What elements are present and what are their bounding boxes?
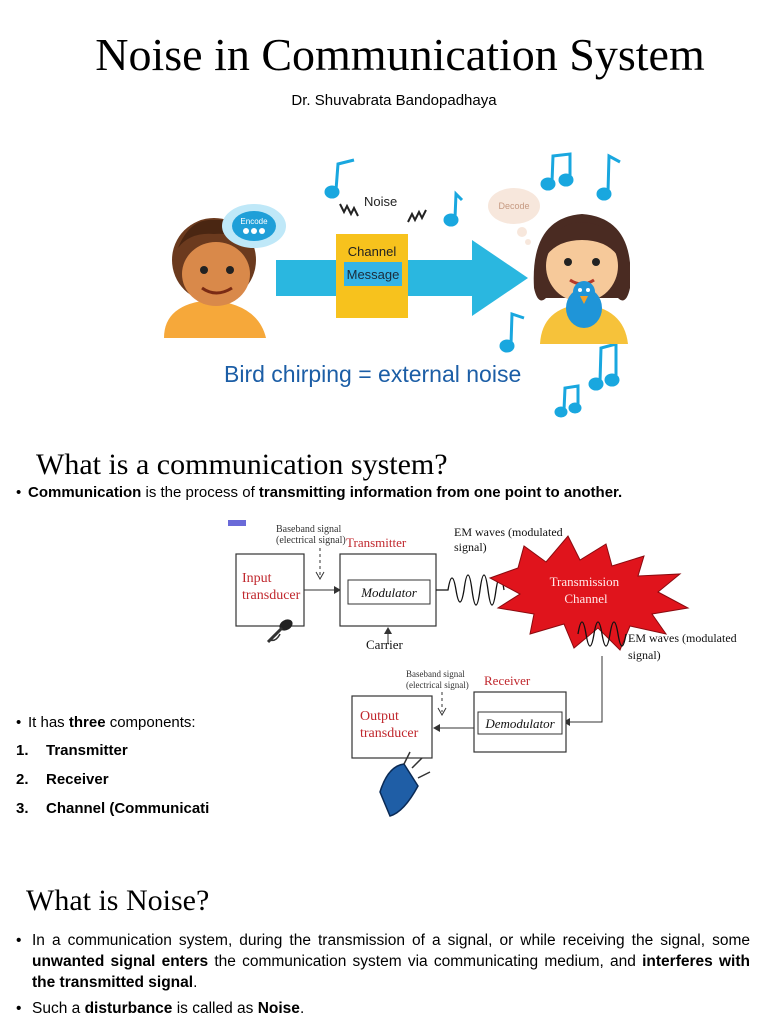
page-title: Noise in Communication System bbox=[95, 29, 705, 80]
component-item: 2.Receiver bbox=[16, 771, 109, 788]
communication-illustration: Noise Channel Message Encode Decode bbox=[164, 152, 630, 418]
demodulator-box bbox=[477, 711, 563, 735]
message-box bbox=[344, 262, 402, 286]
baseband-label-bottom: Baseband signal (electrical signal) bbox=[406, 669, 469, 690]
noise-definition: • In a communication system, during the … bbox=[16, 932, 750, 991]
noise-disturbance: • Such a disturbance is called as Noise. bbox=[16, 1000, 305, 1017]
encode-bubble bbox=[222, 204, 286, 248]
carrier-label: Carrier bbox=[366, 637, 403, 652]
speaker-icon bbox=[379, 751, 431, 817]
section-heading-noise: What is Noise? bbox=[26, 884, 210, 917]
bullet-dot: • bbox=[16, 484, 22, 501]
output-transducer-label: Output transducer bbox=[360, 709, 419, 741]
em-wave-right bbox=[577, 621, 627, 647]
bullet-dot: • bbox=[16, 1000, 22, 1017]
communication-block-diagram: Baseband signal (electrical signal) Tran… bbox=[228, 520, 740, 817]
bird-icon bbox=[566, 281, 602, 328]
noise-label: Noise bbox=[364, 194, 397, 209]
girl-figure bbox=[533, 214, 630, 344]
decode-label: Decode bbox=[498, 201, 529, 211]
transmission-channel-burst bbox=[488, 535, 690, 651]
illustration-caption: Bird chirping = external noise bbox=[224, 361, 521, 387]
transmission-channel-label: Transmission Channel bbox=[550, 574, 623, 606]
decode-bubble bbox=[488, 188, 540, 245]
output-transducer-box bbox=[351, 695, 433, 759]
input-transducer-label: Input transducer bbox=[242, 571, 301, 603]
noise-squiggle bbox=[339, 203, 427, 223]
components-lead: • It has three components: bbox=[16, 714, 196, 731]
component-item: 3.Channel (Communicati bbox=[16, 800, 210, 817]
communication-definition: • Communication is the process of transm… bbox=[16, 484, 623, 501]
em-waves-label-top: EM waves (modulated signal) bbox=[454, 525, 566, 554]
definition-term: Communication bbox=[28, 484, 142, 501]
slide-marker bbox=[228, 520, 246, 526]
author-name: Dr. Shuvabrata Bandopadhaya bbox=[291, 92, 497, 109]
component-item: 1.Transmitter bbox=[16, 742, 128, 759]
receiver-label: Receiver bbox=[484, 673, 531, 688]
channel-label: Channel bbox=[348, 244, 397, 259]
transmitter-label: Transmitter bbox=[346, 535, 407, 550]
components-list: • It has three components: 1.Transmitter… bbox=[16, 713, 236, 817]
encode-label: Encode bbox=[240, 217, 268, 226]
bullet-dot: • bbox=[16, 932, 22, 949]
modulator-label: Modulator bbox=[360, 585, 418, 600]
message-label: Message bbox=[347, 267, 400, 282]
section-heading-communication: What is a communication system? bbox=[36, 448, 448, 481]
bullet-dot: • bbox=[16, 714, 22, 731]
em-wave-top bbox=[436, 574, 505, 606]
input-transducer-box bbox=[235, 553, 305, 627]
definition-emphasis: transmitting information from one point … bbox=[258, 484, 623, 501]
microphone-icon bbox=[266, 619, 293, 644]
demodulator-label: Demodulator bbox=[484, 716, 555, 731]
modulator-box bbox=[347, 579, 431, 605]
music-note-icon bbox=[324, 152, 621, 418]
em-waves-label-right: EM waves (modulated signal) bbox=[628, 631, 740, 662]
baseband-label-top: Baseband signal (electrical signal) bbox=[276, 524, 346, 546]
